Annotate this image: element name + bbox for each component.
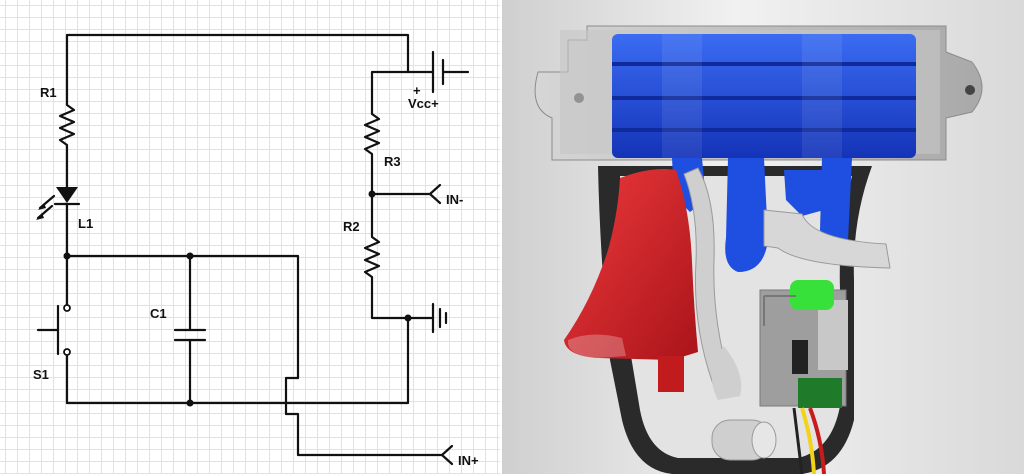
label-in-plus: IN+ [458,453,479,468]
red-trigger [564,169,698,392]
label-vcc: Vcc+ [408,96,439,111]
label-s1: S1 [33,367,49,382]
junction-ground [404,314,412,322]
circuit-schematic: R1 L1 C1 S1 R3 R2 Vcc+ + IN- IN+ [0,0,500,474]
wire-node-top [65,254,300,380]
wire-in-plus [284,376,444,457]
label-in-minus: IN- [446,192,463,207]
cable-black [792,407,804,474]
label-r1: R1 [40,85,57,100]
grey-linkage-lever [683,167,891,400]
cable-red [808,407,826,474]
label-r3: R3 [384,154,401,169]
switch-s1-symbol [36,254,71,405]
schematic-drawing: R1 L1 C1 S1 R3 R2 Vcc+ + IN- IN+ [33,33,479,468]
cad-render-drawing [534,25,983,474]
cable-yellow [800,407,816,474]
housing-bottom-boss [711,419,777,461]
wire-vcc [370,70,410,110]
terminal-in-minus-arrow [428,183,442,205]
label-r2: R2 [343,219,360,234]
label-c1: C1 [150,306,167,321]
push-button-part [792,340,808,374]
wire-top [65,33,410,92]
electronics-bay [759,280,848,474]
battery-vcc-symbol [406,50,470,94]
resistor-r3 [363,106,381,235]
label-vcc-polarity: + [413,83,421,98]
blue-spool [612,34,916,158]
led-l1-symbol [36,187,81,258]
label-l1: L1 [78,216,93,231]
wire-bottom [65,316,410,405]
terminal-in-plus-arrow [440,444,454,466]
capacitor-c1-symbol [173,254,207,405]
resistor-r1 [58,88,76,189]
junction-c1-bottom [186,399,194,407]
cad-render-trigger-assembly [502,0,1024,474]
resistor-r2 [363,231,435,320]
green-microswitch [790,280,834,310]
ground-symbol [431,302,448,334]
pcb-board [798,378,842,408]
